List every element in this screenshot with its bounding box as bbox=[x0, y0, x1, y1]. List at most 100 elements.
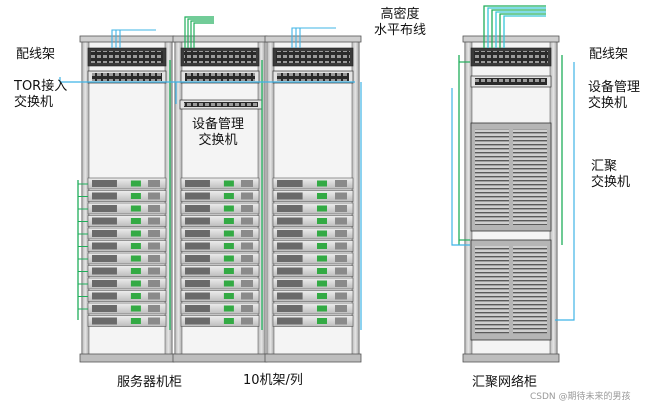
cable-lines bbox=[59, 5, 575, 330]
server-unit bbox=[180, 252, 260, 265]
server-unit bbox=[180, 227, 260, 240]
server-status-led bbox=[130, 268, 141, 274]
server-unit bbox=[272, 190, 354, 202]
server-status-led bbox=[223, 230, 234, 237]
rack-row-caption: 10机架/列 bbox=[243, 373, 303, 388]
server-drive-bay bbox=[277, 267, 303, 275]
server-status-led bbox=[223, 218, 234, 224]
server-status-led bbox=[223, 255, 234, 262]
server-drive-bay bbox=[185, 280, 210, 287]
server-status-led bbox=[130, 305, 141, 312]
server-handle bbox=[335, 205, 347, 212]
server-drive-bay bbox=[185, 230, 210, 237]
server-drive-bay bbox=[185, 305, 210, 312]
server-handle bbox=[241, 305, 253, 312]
server-handle bbox=[148, 267, 160, 275]
server-handle bbox=[241, 230, 253, 237]
mgmt-switch-label-mid: 设备管理 交换机 bbox=[186, 117, 250, 149]
server-drive-bay bbox=[277, 242, 303, 250]
fiber-uplink-rack3 bbox=[299, 27, 336, 48]
mgmt-switch-label-right-line1: 设备管理 bbox=[588, 80, 641, 95]
mgmt-switch-right-ports bbox=[475, 78, 547, 85]
server-drive-bay bbox=[185, 255, 210, 262]
rack-top-cap bbox=[172, 35, 268, 43]
server-handle bbox=[335, 230, 347, 237]
aggregation-chassis-blades-left bbox=[475, 246, 509, 334]
server-status-led bbox=[130, 193, 141, 199]
server-unit bbox=[180, 190, 260, 202]
server-drive-bay bbox=[92, 230, 117, 237]
server-status-led bbox=[317, 243, 327, 249]
mgmt-switch-label-right: 设备管理 交换机 bbox=[588, 80, 640, 112]
server-handle bbox=[335, 180, 347, 187]
horizontal-cabling-fiber bbox=[491, 9, 546, 48]
server-unit bbox=[272, 290, 354, 302]
server-drive-bay bbox=[185, 267, 210, 275]
server-drive-bay bbox=[92, 317, 117, 325]
server-handle bbox=[241, 292, 253, 300]
green-uplink-bundle bbox=[193, 22, 214, 48]
server-handle bbox=[241, 280, 253, 287]
server-handle bbox=[241, 180, 253, 187]
aggregation-rack bbox=[462, 35, 560, 363]
horizontal-cabling-fiber bbox=[499, 13, 546, 48]
mgmt-switch-mid-ports bbox=[184, 102, 258, 107]
patch-panel-label-left: 配线架 bbox=[16, 47, 56, 62]
server-status-led bbox=[130, 230, 141, 237]
server-status-led bbox=[130, 280, 141, 287]
server-drive-bay bbox=[92, 255, 117, 262]
server-unit bbox=[180, 315, 260, 327]
server-status-led bbox=[223, 193, 234, 199]
horizontal-cabling-label-line1: 高密度 bbox=[380, 7, 420, 22]
server-drive-bay bbox=[277, 280, 303, 287]
server-unit bbox=[87, 315, 167, 327]
server-drive-bay bbox=[185, 242, 210, 250]
server-rack-2 bbox=[172, 35, 268, 363]
horizontal-cabling-fiber bbox=[487, 7, 546, 48]
server-drive-bay bbox=[92, 267, 117, 275]
patch-panel-label-right: 配线架 bbox=[589, 47, 629, 62]
tor-interconnect bbox=[59, 77, 355, 83]
server-handle bbox=[335, 317, 347, 325]
server-unit bbox=[180, 240, 260, 252]
horizontal-cabling-fiber bbox=[495, 11, 546, 48]
server-status-led bbox=[317, 230, 327, 237]
server-handle bbox=[241, 217, 253, 225]
server-drive-bay bbox=[92, 292, 117, 300]
server-handle bbox=[241, 205, 253, 212]
aggregation-rack-frame bbox=[462, 35, 560, 363]
fiber-uplink-rack1 bbox=[119, 29, 156, 48]
server-unit bbox=[272, 252, 354, 265]
server-status-led bbox=[317, 180, 327, 187]
green-uplink-bundle bbox=[184, 16, 214, 48]
server-handle bbox=[148, 242, 160, 250]
server-status-led bbox=[223, 318, 234, 324]
server-handle bbox=[148, 292, 160, 300]
server-handle bbox=[148, 217, 160, 225]
server-status-led bbox=[317, 293, 327, 299]
server-cabinet-caption: 服务器机柜 bbox=[117, 375, 183, 390]
aggregation-cabinet-caption: 汇聚网络柜 bbox=[472, 375, 538, 390]
server-drive-bay bbox=[92, 205, 117, 212]
server-rack-3 bbox=[264, 35, 362, 363]
server-handle bbox=[148, 230, 160, 237]
agg-blue-riser bbox=[555, 62, 575, 321]
server-handle bbox=[148, 305, 160, 312]
server-drive-bay bbox=[277, 255, 303, 262]
server-drive-bay bbox=[185, 192, 210, 200]
server-status-led bbox=[317, 218, 327, 224]
server-handle bbox=[335, 305, 347, 312]
horizontal-cabling-fiber bbox=[503, 15, 546, 48]
server-unit bbox=[272, 240, 354, 252]
server-drive-bay bbox=[277, 180, 303, 187]
server-drive-bay bbox=[185, 205, 210, 212]
server-handle bbox=[241, 255, 253, 262]
server-drive-bay bbox=[92, 192, 117, 200]
server-handle bbox=[335, 217, 347, 225]
server-unit bbox=[272, 315, 354, 327]
server-drive-bay bbox=[185, 217, 210, 225]
server-handle bbox=[335, 267, 347, 275]
aggregation-chassis-blades-right bbox=[513, 246, 547, 334]
server-handle bbox=[335, 242, 347, 250]
aggregation-switch-label: 汇聚 交换机 bbox=[591, 159, 630, 191]
